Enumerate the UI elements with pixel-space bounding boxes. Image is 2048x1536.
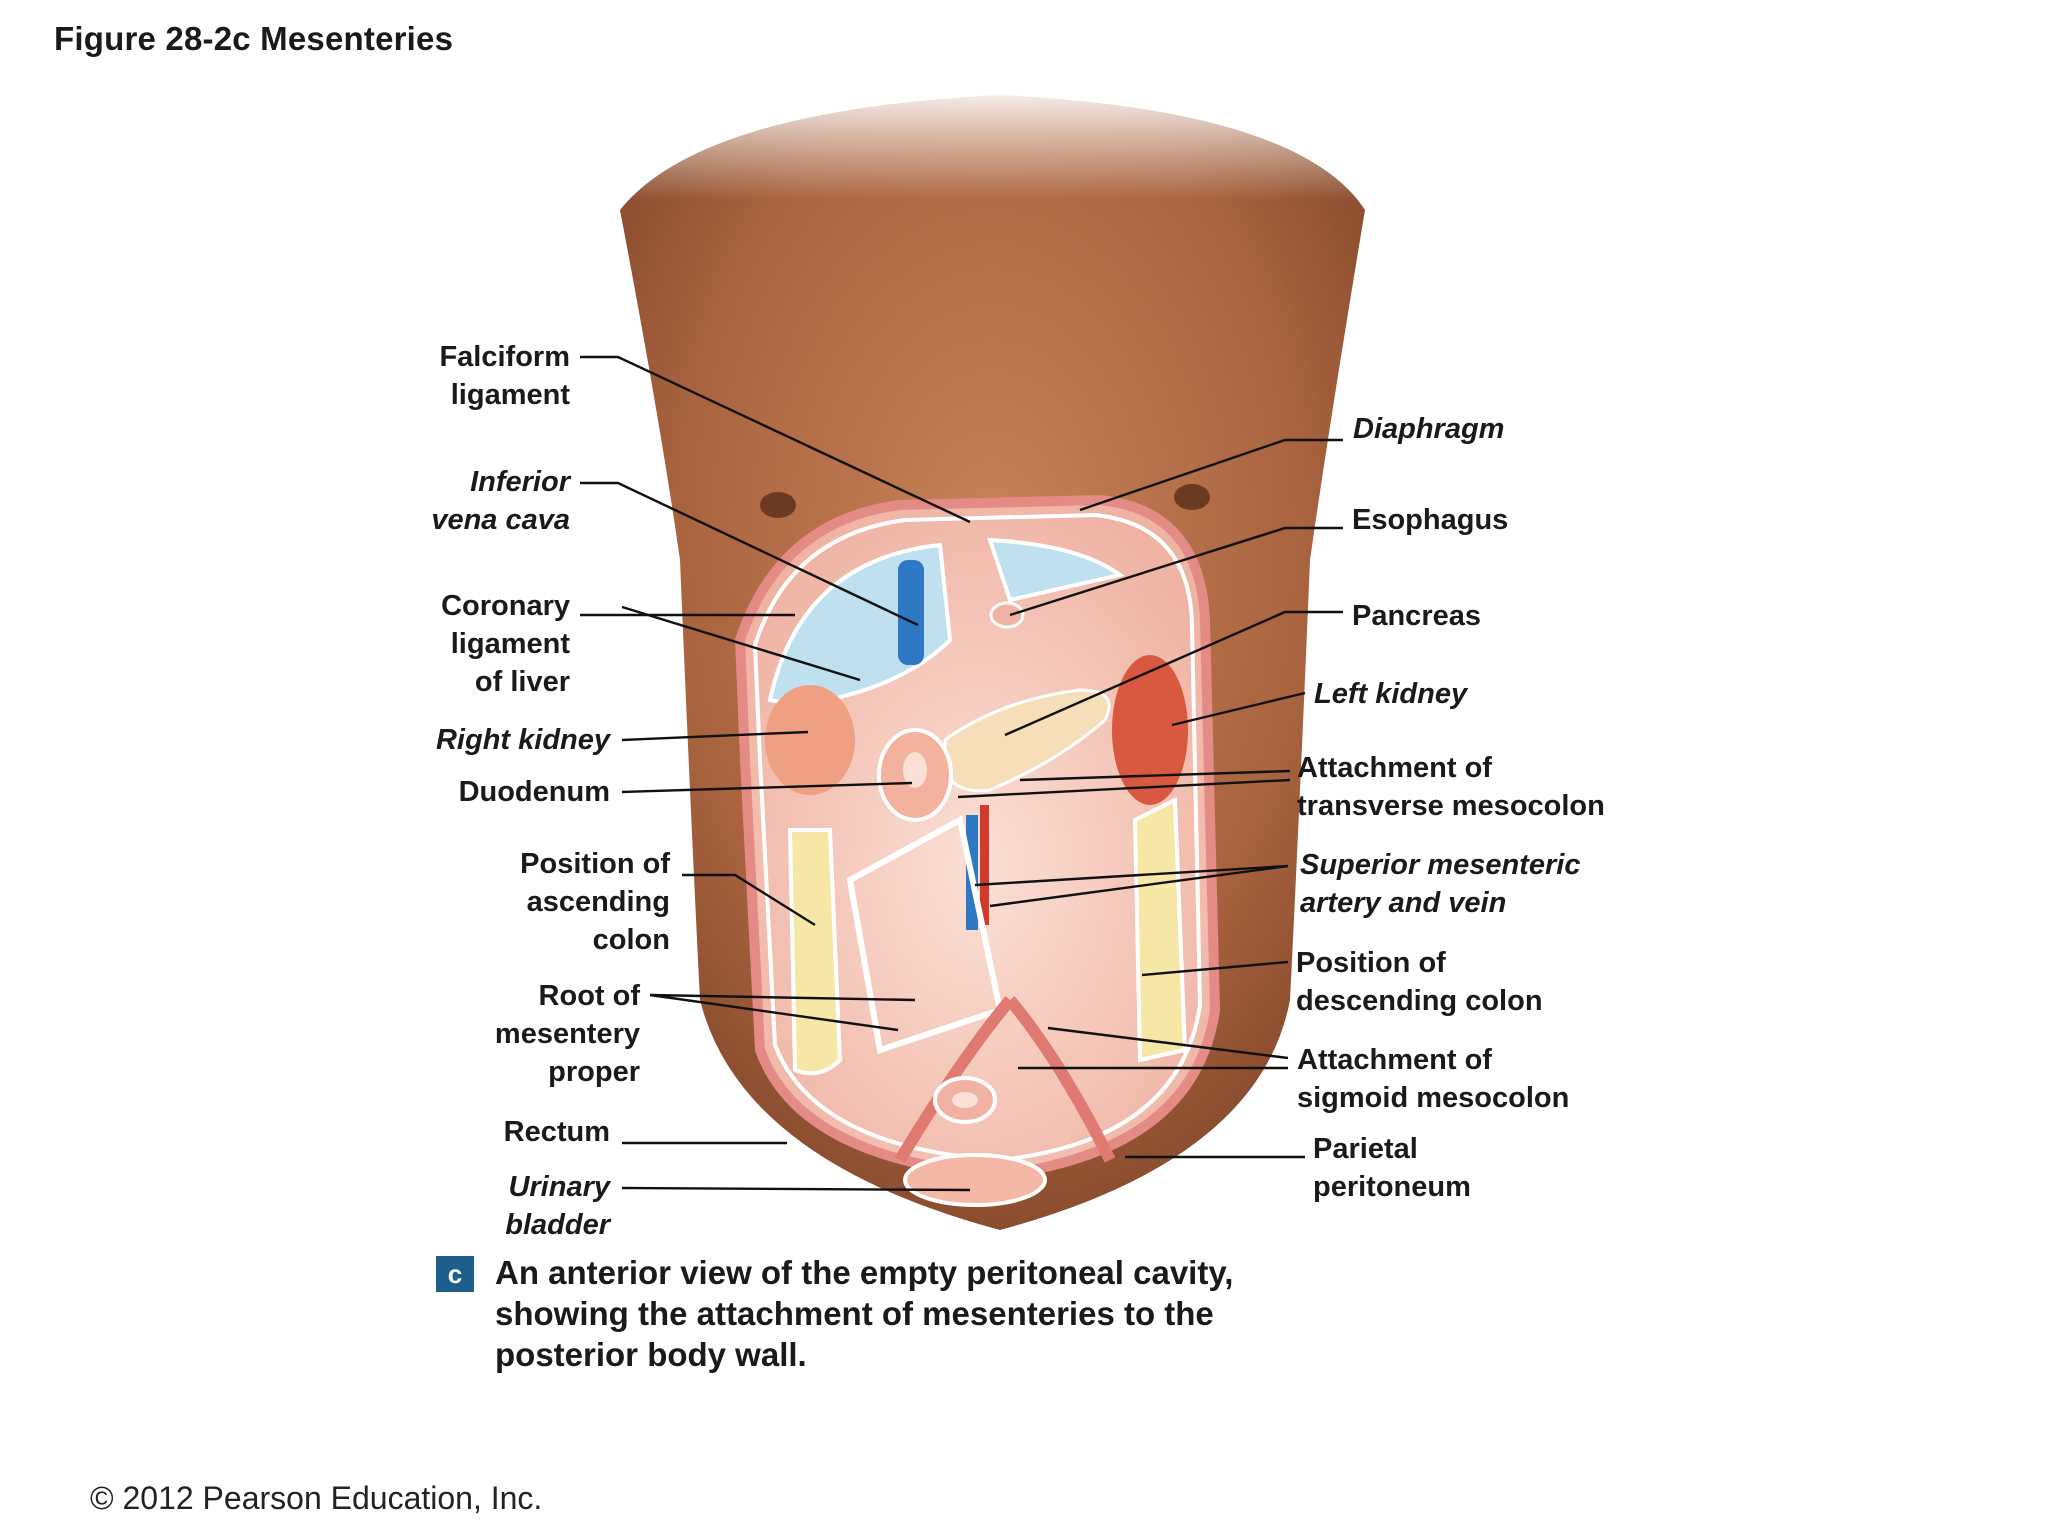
label-superior-mesenteric-artery-vein: Superior mesenteric artery and vein	[1300, 849, 1581, 919]
left-kidney-shape	[1112, 655, 1188, 805]
figure-title: Figure 28-2c Mesenteries	[54, 20, 454, 57]
superior-mesenteric-artery	[980, 805, 989, 925]
label-attachment-transverse-mesocolon: Attachment of transverse mesocolon	[1297, 752, 1605, 822]
label-urinary-bladder: Urinary bladder	[505, 1171, 610, 1241]
label-descending-colon: Position of descending colon	[1296, 947, 1543, 1017]
label-left-kidney: Left kidney	[1314, 678, 1468, 710]
ivc-vessel	[898, 560, 924, 665]
nipple-left	[760, 492, 796, 518]
label-pancreas: Pancreas	[1352, 600, 1481, 632]
label-falciform-ligament: Falciform ligament	[439, 341, 570, 411]
pancreas-shape	[943, 688, 1111, 793]
right-kidney-shape	[765, 685, 855, 795]
label-esophagus: Esophagus	[1352, 504, 1509, 536]
esophagus-ring	[989, 601, 1025, 629]
nipple-right	[1174, 484, 1210, 510]
label-attachment-sigmoid-mesocolon: Attachment of sigmoid mesocolon	[1297, 1044, 1570, 1114]
label-diaphragm: Diaphragm	[1353, 413, 1505, 445]
label-duodenum: Duodenum	[458, 776, 610, 808]
bladder-shape	[903, 1153, 1047, 1207]
label-rectum: Rectum	[503, 1116, 610, 1148]
ascending-colon-position	[787, 828, 843, 1076]
descending-colon-position	[1132, 796, 1188, 1063]
caption-badge: c	[436, 1256, 474, 1292]
leader-lines	[580, 355, 1343, 1192]
label-coronary-ligament: Coronary ligament of liver	[441, 590, 570, 698]
copyright-notice: © 2012 Pearson Education, Inc.	[90, 1480, 543, 1516]
label-inferior-vena-cava: Inferior vena cava	[431, 466, 570, 536]
label-right-kidney: Right kidney	[435, 724, 610, 756]
label-root-of-mesentery: Root of mesentery proper	[494, 980, 640, 1088]
label-parietal-peritoneum: Parietal peritoneum	[1313, 1133, 1471, 1203]
figure-caption: An anterior view of the empty peritoneal…	[495, 1254, 1234, 1373]
label-ascending-colon: Position of ascending colon	[520, 848, 670, 956]
